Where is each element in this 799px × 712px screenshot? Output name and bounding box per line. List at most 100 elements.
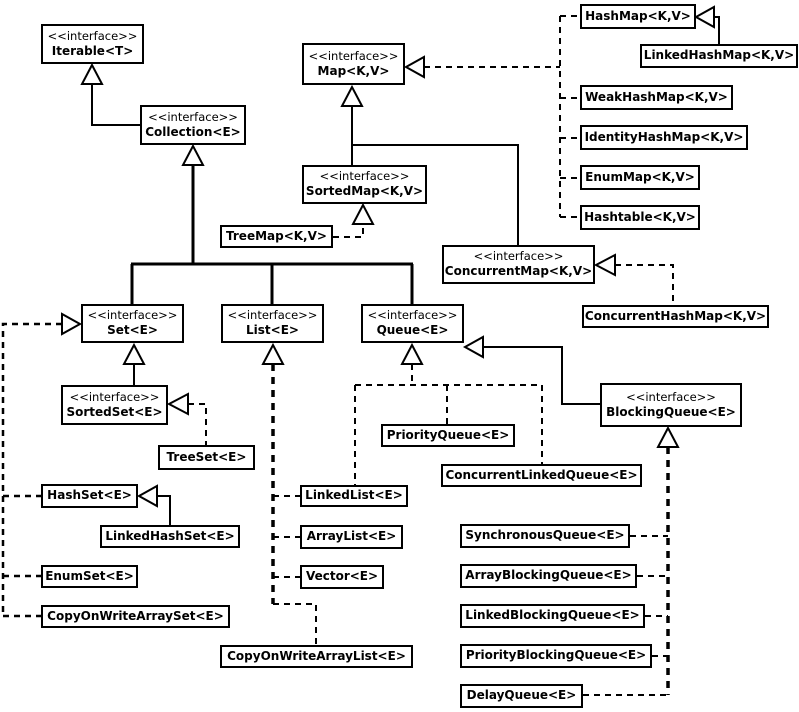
node-hashtable: Hashtable<K,V> xyxy=(580,205,700,230)
stereotype-label: <<interface>> xyxy=(69,389,160,404)
hollow-triangle-left xyxy=(593,253,616,277)
edge-treeset-implements-sortedset xyxy=(188,403,207,445)
node-linkedlist: LinkedList<E> xyxy=(300,485,408,507)
class-name: ConcurrentMap<K,V> xyxy=(444,264,593,279)
class-name: EnumMap<K,V> xyxy=(585,169,695,184)
class-name: IdentityHashMap<K,V> xyxy=(584,129,744,144)
class-name: ConcurrentLinkedQueue<E> xyxy=(445,467,638,482)
hollow-triangle-up xyxy=(80,62,104,85)
class-name: CopyOnWriteArraySet<E> xyxy=(47,608,224,623)
edge-map-implementations-spine xyxy=(424,15,580,218)
edge-linkedhashset-extends-hashset xyxy=(136,484,171,525)
class-name: SortedSet<E> xyxy=(66,404,163,419)
stereotype-label: <<interface>> xyxy=(227,308,318,323)
class-name: ArrayBlockingQueue<E> xyxy=(465,568,632,583)
class-name: DelayQueue<E> xyxy=(466,688,577,703)
class-name: LinkedBlockingQueue<E> xyxy=(465,608,640,623)
stereotype-label: <<interface>> xyxy=(367,308,458,323)
edge-list-implementation-stubs xyxy=(273,495,317,645)
node-identityhashmap: IdentityHashMap<K,V> xyxy=(580,125,748,150)
edge-collection-extends-iterable xyxy=(80,62,140,126)
node-delayqueue: DelayQueue<E> xyxy=(460,684,583,708)
edge-concurrentmap-extends-map xyxy=(352,144,519,245)
class-name: BlockingQueue<E> xyxy=(606,404,736,419)
edge-treemap-implements-sortedmap xyxy=(333,224,364,238)
node-hashset: HashSet<E> xyxy=(41,484,138,508)
node-treemap: TreeMap<K,V> xyxy=(220,225,333,248)
class-name: EnumSet<E> xyxy=(45,568,134,583)
class-name: ConcurrentHashMap<K,V> xyxy=(584,308,767,323)
node-synchronousqueue: SynchronousQueue<E> xyxy=(460,524,630,548)
stereotype-label: <<interface>> xyxy=(626,389,716,404)
node-vector: Vector<E> xyxy=(300,565,384,589)
class-name: SynchronousQueue<E> xyxy=(465,528,625,543)
node-linkedblockingqueue: LinkedBlockingQueue<E> xyxy=(460,604,645,628)
class-name: Iterable<T> xyxy=(51,43,134,58)
node-treeset: TreeSet<E> xyxy=(158,445,255,470)
class-name: LinkedList<E> xyxy=(305,488,403,503)
class-name: CopyOnWriteArrayList<E> xyxy=(227,648,406,663)
node-map: <<interface>> Map<K,V> xyxy=(302,43,405,85)
class-name: LinkedHashSet<E> xyxy=(105,528,235,543)
edge-concurrenthashmap-implements-concurrentmap xyxy=(615,264,674,305)
node-arrayblockingqueue: ArrayBlockingQueue<E> xyxy=(460,564,637,588)
node-copyonwritearraylist: CopyOnWriteArrayList<E> xyxy=(220,645,413,668)
stereotype-label: <<interface>> xyxy=(473,249,564,264)
node-sortedset: <<interface>> SortedSet<E> xyxy=(61,385,168,425)
node-priorityblockingqueue: PriorityBlockingQueue<E> xyxy=(460,644,652,668)
class-name: TreeMap<K,V> xyxy=(226,228,327,243)
edge-sortedset-extends-set xyxy=(122,342,146,385)
class-name: PriorityQueue<E> xyxy=(386,427,510,442)
hollow-triangle-left xyxy=(136,484,158,508)
node-queue: <<interface>> Queue<E> xyxy=(361,304,464,343)
hollow-triangle-up xyxy=(400,342,424,365)
stereotype-label: <<interface>> xyxy=(87,308,178,323)
stereotype-label: <<interface>> xyxy=(47,28,138,43)
hollow-triangle-up xyxy=(656,425,680,448)
node-set: <<interface>> Set<E> xyxy=(81,304,184,343)
node-hashmap: HashMap<K,V> xyxy=(580,4,696,29)
node-concurrenthashmap: ConcurrentHashMap<K,V> xyxy=(582,305,769,328)
edge-sortedmap-extends-map xyxy=(340,84,364,165)
class-name: ArrayList<E> xyxy=(306,529,397,544)
hollow-triangle-left xyxy=(166,392,189,416)
stereotype-label: <<interface>> xyxy=(319,169,410,184)
hollow-triangle-left xyxy=(462,335,484,359)
class-name: List<E> xyxy=(246,323,299,338)
class-name: Vector<E> xyxy=(305,569,379,584)
stereotype-label: <<interface>> xyxy=(308,48,399,63)
node-enumset: EnumSet<E> xyxy=(41,565,138,588)
stereotype-label: <<interface>> xyxy=(148,109,238,124)
node-linkedhashmap: LinkedHashMap<K,V> xyxy=(640,44,798,68)
node-iterable: <<interface>> Iterable<T> xyxy=(41,24,144,64)
node-priorityqueue: PriorityQueue<E> xyxy=(381,424,515,447)
node-list: <<interface>> List<E> xyxy=(221,304,324,343)
edge-blockingqueue-extends-queue xyxy=(462,335,600,405)
edge-linkedhashmap-extends-hashmap xyxy=(693,5,720,44)
node-enummap: EnumMap<K,V> xyxy=(580,165,700,190)
edge-queue-implementations xyxy=(354,364,543,485)
class-name: TreeSet<E> xyxy=(166,449,247,464)
class-name: WeakHashMap<K,V> xyxy=(585,89,728,104)
node-weakhashmap: WeakHashMap<K,V> xyxy=(580,85,733,110)
class-name: Hashtable<K,V> xyxy=(584,209,696,224)
edge-set-list-queue-extend-collection xyxy=(130,143,414,304)
class-name: SortedMap<K,V> xyxy=(305,184,424,199)
class-name: LinkedHashMap<K,V> xyxy=(643,48,795,63)
edge-set-implementations-spine xyxy=(1,322,62,618)
node-sortedmap: <<interface>> SortedMap<K,V> xyxy=(302,165,427,204)
hollow-triangle-up xyxy=(340,84,364,107)
hollow-triangle-up xyxy=(261,342,285,365)
class-name: Collection<E> xyxy=(145,124,241,139)
hollow-triangle-left xyxy=(403,55,425,79)
hollow-triangle-up xyxy=(122,342,146,365)
node-linkedhashset: LinkedHashSet<E> xyxy=(100,525,240,548)
class-name: HashMap<K,V> xyxy=(585,8,691,23)
class-name: PriorityBlockingQueue<E> xyxy=(465,648,647,663)
node-concurrentmap: <<interface>> ConcurrentMap<K,V> xyxy=(442,245,595,284)
class-name: Set<E> xyxy=(107,323,158,338)
class-name: Queue<E> xyxy=(376,323,449,338)
class-name: Map<K,V> xyxy=(317,63,390,78)
